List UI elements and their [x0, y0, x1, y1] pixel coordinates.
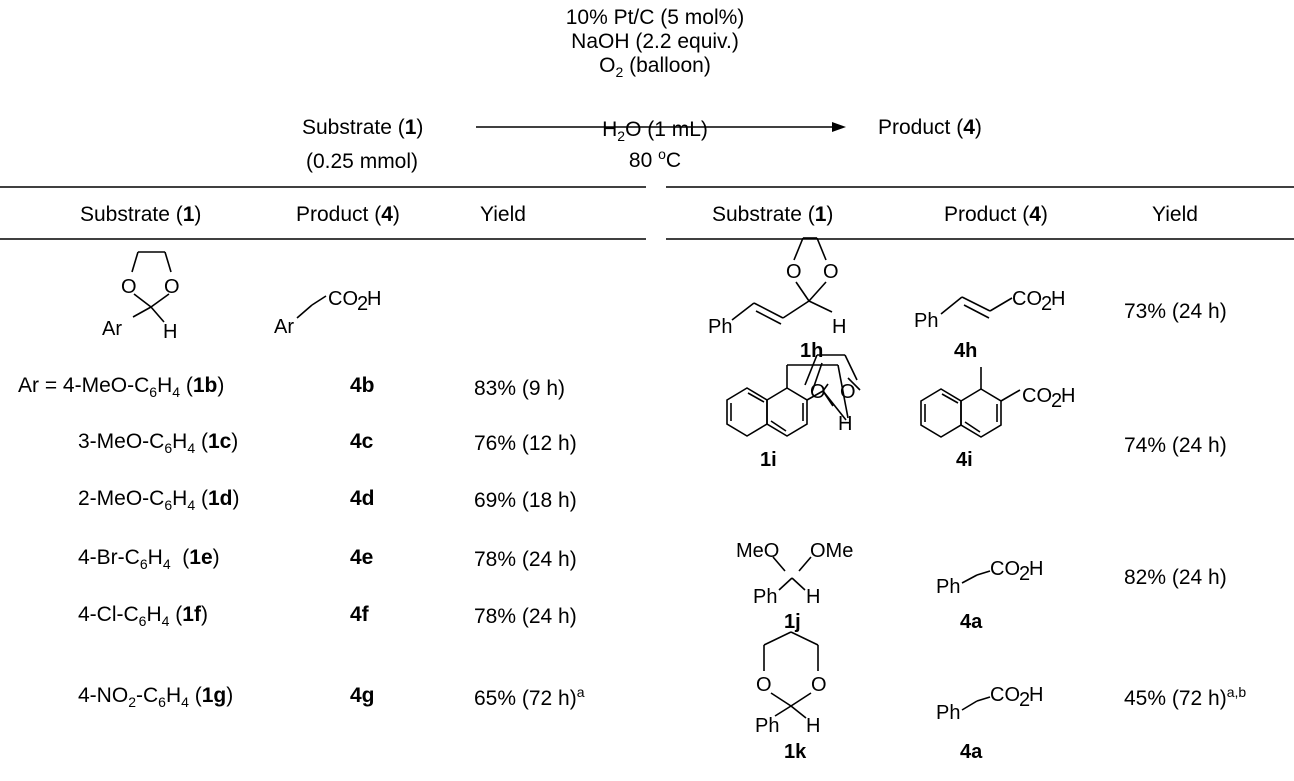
atom-co: CO	[328, 288, 358, 310]
atom-o: O	[786, 261, 802, 283]
header-substrate-left: Substrate (1)	[80, 203, 202, 226]
benzoic-acid-bond-k	[961, 700, 978, 711]
left-row-5-product: 4f	[350, 603, 369, 626]
right-row-2-yield: 74% (24 h)	[1124, 434, 1227, 457]
subscript-2: 2	[1041, 293, 1052, 315]
atom-h: H	[806, 715, 820, 737]
atom-co: CO	[1012, 288, 1042, 310]
header-yield-left: Yield	[480, 203, 526, 226]
atom-h: H	[367, 288, 381, 310]
atom-h: H	[806, 586, 820, 608]
atom-ph: Ph	[753, 586, 777, 608]
condition-catalyst: 10% Pt/C (5 mol%)	[565, 6, 745, 29]
atom-o: O	[823, 261, 839, 283]
compound-label-1k: 1k	[784, 741, 807, 763]
compound-label-1j: 1j	[784, 611, 801, 633]
reactant-amount: (0.25 mmol)	[306, 150, 419, 173]
atom-h: H	[1051, 288, 1065, 310]
atom-h: H	[1029, 684, 1043, 706]
atom-o: O	[756, 674, 772, 696]
atom-co: CO	[990, 558, 1020, 580]
atom-o: O	[810, 381, 826, 403]
atom-h: H	[1029, 558, 1043, 580]
benzoic-acid-bond-j	[961, 574, 978, 584]
atom-o: O	[121, 276, 137, 298]
left-row-5-substrate: 4-Cl-C6H4 (1f)	[78, 603, 208, 630]
atom-co: CO	[1022, 385, 1052, 407]
condition-temperature: 80 oC	[628, 146, 682, 172]
left-row-3-substrate: 2-MeO-C6H4 (1d)	[78, 487, 240, 514]
left-row-6-substrate: 4-NO2-C6H4 (1g)	[78, 684, 234, 711]
right-row-4-yield: 45% (72 h)a,b	[1124, 684, 1247, 710]
product-label: Product (4)	[878, 116, 982, 139]
right-row-3-yield: 82% (24 h)	[1124, 566, 1227, 589]
left-row-2-substrate: 3-MeO-C6H4 (1c)	[78, 430, 239, 457]
condition-base: NaOH (2.2 equiv.)	[571, 30, 739, 53]
atom-ph: Ph	[936, 702, 960, 724]
header-product-left: Product (4)	[296, 203, 400, 226]
reactant-label: Substrate (1)	[302, 116, 424, 139]
structure-1j	[772, 556, 812, 591]
structure-4h	[940, 296, 1013, 319]
atom-ph: Ph	[914, 310, 938, 332]
compound-label-4a: 4a	[960, 741, 983, 763]
structure-4i	[920, 367, 1021, 438]
left-row-1-yield: 83% (9 h)	[474, 377, 566, 400]
compound-label-1h: 1h	[800, 340, 823, 362]
subscript-2: 2	[1019, 563, 1030, 585]
subscript-2: 2	[1051, 390, 1062, 412]
aryl-acid-bond-2	[311, 295, 327, 306]
left-row-4-product: 4e	[350, 546, 374, 569]
reaction-arrow-head	[832, 122, 846, 132]
atom-ph: Ph	[755, 715, 779, 737]
atom-o: O	[811, 674, 827, 696]
compound-label-4i: 4i	[956, 449, 973, 471]
left-row-6-yield: 65% (72 h)a	[474, 684, 585, 710]
subscript-2: 2	[357, 293, 368, 315]
benzoic-acid-bond-j2	[976, 570, 991, 576]
atom-o: O	[840, 381, 856, 403]
compound-label-4h: 4h	[954, 340, 977, 362]
atom-h: H	[832, 316, 846, 338]
left-row-1-substrate: Ar = 4-MeO-C6H4 (1b)	[18, 374, 225, 401]
atom-meo: MeO	[736, 540, 779, 562]
atom-ar: Ar	[102, 318, 122, 340]
header-product-right: Product (4)	[944, 203, 1048, 226]
condition-oxidant: O2 (balloon)	[599, 54, 711, 81]
left-row-2-product: 4c	[350, 430, 374, 453]
condition-solvent: H2O (1 mL)	[602, 118, 708, 145]
atom-ome: OMe	[810, 540, 853, 562]
atom-h: H	[838, 413, 852, 435]
compound-label-1i: 1i	[760, 449, 777, 471]
atom-h: H	[163, 321, 177, 343]
left-row-6-product: 4g	[350, 684, 375, 707]
structure-aryl-dioxolane	[131, 251, 172, 323]
left-row-3-product: 4d	[350, 487, 375, 510]
atom-ph: Ph	[936, 576, 960, 598]
atom-ar: Ar	[274, 316, 294, 338]
left-row-4-substrate: 4-Br-C6H4 (1e)	[78, 546, 220, 573]
atom-o: O	[164, 276, 180, 298]
structure-labels: O O Ar H Ar CO 2 H Ph O O H 1h Ph CO 2 H…	[102, 261, 1075, 763]
left-row-3-yield: 69% (18 h)	[474, 489, 577, 512]
left-row-4-yield: 78% (24 h)	[474, 548, 577, 571]
benzoic-acid-bond-k2	[976, 696, 991, 702]
atom-h: H	[1061, 385, 1075, 407]
atom-ph: Ph	[708, 316, 732, 338]
structure-1i	[726, 354, 861, 437]
left-row-5-yield: 78% (24 h)	[474, 605, 577, 628]
aryl-acid-bond-1	[296, 304, 313, 319]
subscript-2: 2	[1019, 689, 1030, 711]
left-row-1-product: 4b	[350, 374, 375, 397]
header-yield-right: Yield	[1152, 203, 1198, 226]
left-row-2-yield: 76% (12 h)	[474, 432, 577, 455]
atom-co: CO	[990, 684, 1020, 706]
right-row-1-yield: 73% (24 h)	[1124, 300, 1227, 323]
structure-1k	[763, 631, 819, 719]
compound-label-4a: 4a	[960, 611, 983, 633]
header-substrate-right: Substrate (1)	[712, 203, 834, 226]
structure-1h	[731, 237, 833, 325]
